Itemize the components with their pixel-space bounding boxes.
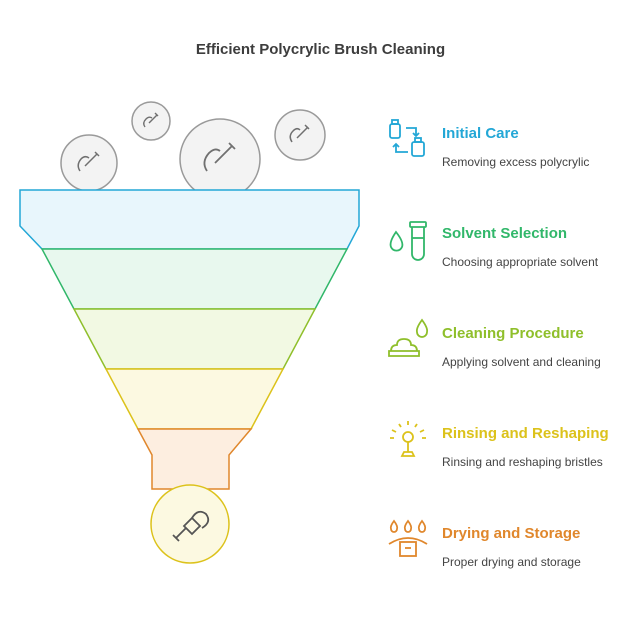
step-3-name: Cleaning Procedure — [442, 325, 584, 342]
paint-brush-icon — [203, 142, 236, 172]
step-initial-care: Initial Care Removing excess polycrylic — [386, 119, 636, 190]
funnel-layer-3 — [72, 308, 317, 370]
cleaning-foam-drop-icon — [388, 318, 429, 357]
step-2-name: Solvent Selection — [442, 225, 568, 242]
bottom-circle — [150, 484, 230, 564]
step-rinsing-reshaping: Rinsing and Reshaping Rinsing and reshap… — [386, 420, 636, 490]
bubble-4 — [274, 109, 326, 161]
step-5-desc: Proper drying and storage — [442, 555, 581, 569]
paint-brush-icon — [143, 112, 159, 128]
drop-test-tube-icon — [389, 221, 427, 261]
step-1-name: Initial Care — [442, 125, 519, 142]
bottle-arrows-icon — [389, 119, 425, 157]
brush-icon — [172, 510, 210, 542]
bubble-1 — [60, 134, 118, 192]
step-3-desc: Applying solvent and cleaning — [442, 355, 601, 369]
bubble-3 — [179, 118, 261, 200]
funnel-layer-1 — [19, 189, 360, 250]
drops-box-icon — [388, 519, 428, 557]
step-drying-storage: Drying and Storage Proper drying and sto… — [386, 519, 636, 590]
sprinkler-icon — [390, 421, 426, 457]
step-4-desc: Rinsing and reshaping bristles — [442, 455, 603, 469]
funnel-layer-5 — [136, 428, 253, 490]
step-5-name: Drying and Storage — [442, 525, 581, 542]
step-1-desc: Removing excess polycrylic — [442, 155, 590, 169]
paint-brush-icon — [289, 124, 310, 143]
step-solvent-selection: Solvent Selection Choosing appropriate s… — [386, 220, 636, 290]
bubble-2 — [131, 101, 171, 141]
step-4-name: Rinsing and Reshaping — [442, 425, 609, 442]
funnel-layer-2 — [40, 248, 349, 310]
step-cleaning-procedure: Cleaning Procedure Applying solvent and … — [386, 318, 636, 390]
funnel-layer-4 — [104, 368, 285, 430]
diagram-title: Efficient Polycrylic Brush Cleaning — [195, 41, 446, 58]
paint-brush-icon — [77, 151, 100, 172]
step-2-desc: Choosing appropriate solvent — [442, 255, 599, 269]
